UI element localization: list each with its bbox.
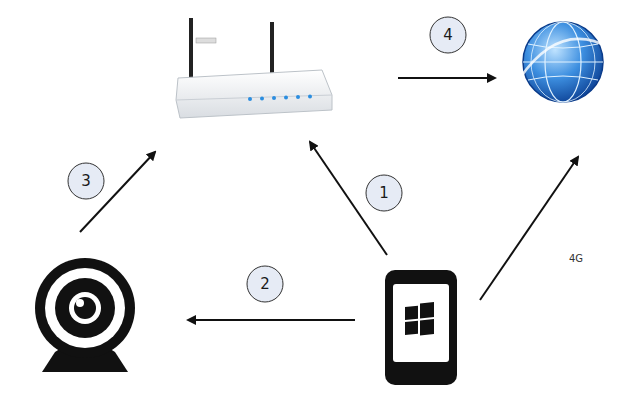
- callout-number: 4: [443, 26, 453, 44]
- callout-circles: [68, 17, 466, 302]
- callout-number: 1: [379, 184, 389, 202]
- network-label: 4G: [569, 253, 583, 264]
- phone-icon: [385, 270, 457, 385]
- internet-globe: [520, 22, 610, 102]
- flow-arrows: [80, 78, 578, 320]
- callout-number: 2: [260, 275, 270, 293]
- webcam-icon: [35, 258, 135, 372]
- callout-number: 3: [81, 172, 91, 190]
- router-icon: [176, 18, 332, 118]
